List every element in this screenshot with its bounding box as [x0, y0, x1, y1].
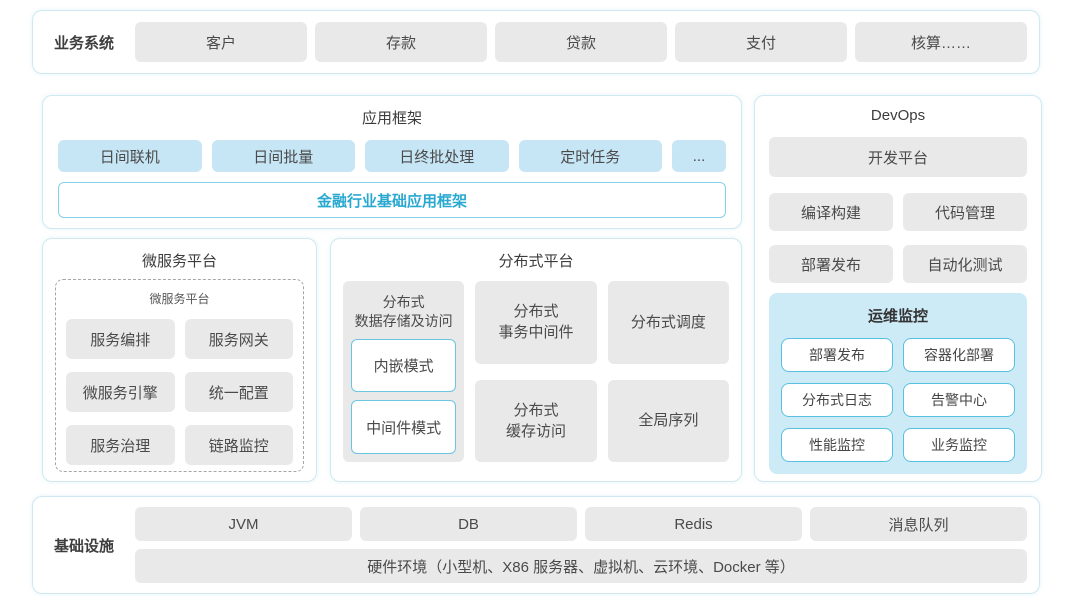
devops-title: DevOps	[870, 107, 926, 124]
deploy-release: 部署发布	[769, 245, 893, 283]
monitor-distributed-log: 分布式日志	[781, 383, 893, 417]
storage-title-line2: 数据存储及访问	[354, 312, 453, 329]
hardware-environment: 硬件环境（小型机、X86 服务器、虚拟机、云环境、Docker 等）	[135, 549, 1027, 583]
distributed-middle-column: 分布式 事务中间件 分布式 缓存访问	[475, 281, 597, 462]
distributed-right-column: 分布式调度 全局序列	[607, 281, 729, 462]
unified-config: 统一配置	[184, 372, 293, 412]
infra-db: DB	[360, 507, 577, 541]
ops-monitoring-title: 运维监控	[867, 308, 928, 325]
business-systems-label: 业务系统	[53, 34, 114, 52]
automated-testing: 自动化测试	[903, 245, 1027, 283]
microservice-engine: 微服务引擎	[66, 372, 175, 412]
infra-jvm: JVM	[135, 507, 352, 541]
module-eod-batch: 日终批处理	[365, 140, 509, 172]
monitor-performance: 性能监控	[781, 428, 893, 462]
cell-line1: 分布式	[513, 303, 559, 321]
distributed-platform-panel: 分布式平台 分布式 数据存储及访问 内嵌模式 中间件模式 分布式 事务中间件	[330, 238, 742, 482]
business-system-loan: 贷款	[495, 22, 667, 62]
distributed-storage-column: 分布式 数据存储及访问 内嵌模式 中间件模式	[343, 281, 465, 462]
distributed-body: 分布式 数据存储及访问 内嵌模式 中间件模式 分布式 事务中间件 分布式 缓存访…	[343, 281, 729, 462]
monitor-business: 业务监控	[903, 428, 1015, 462]
middleware-mode: 中间件模式	[351, 400, 457, 454]
devops-tools: 编译构建 代码管理 部署发布 自动化测试	[769, 193, 1027, 283]
microservice-inner-group: 微服务平台 服务编排 服务网关 微服务引擎 统一配置 服务治理 链路监控	[55, 279, 304, 472]
cell-line2: 缓存访问	[505, 422, 566, 440]
service-governance: 服务治理	[66, 425, 175, 465]
module-more-ellipsis: ...	[672, 140, 726, 172]
devops-panel: DevOps 开发平台 编译构建 代码管理 部署发布 自动化测试 运维监控 部署…	[754, 95, 1042, 482]
distributed-cache-access: 分布式 缓存访问	[475, 379, 597, 462]
monitor-alert-center: 告警中心	[903, 383, 1015, 417]
business-systems-items: 客户 存款 贷款 支付 核算……	[135, 22, 1027, 62]
module-scheduled-task: 定时任务	[518, 140, 662, 172]
distributed-scheduling: 分布式调度	[607, 281, 729, 364]
cell-line2: 事务中间件	[498, 324, 574, 342]
microservice-platform-title: 微服务平台	[141, 253, 217, 270]
infra-message-queue: 消息队列	[810, 507, 1027, 541]
trace-monitoring: 链路监控	[184, 425, 293, 465]
ops-monitoring-panel: 运维监控 部署发布 容器化部署 分布式日志 告警中心 性能监控 业务监控	[769, 293, 1027, 474]
business-system-customer: 客户	[135, 22, 307, 62]
microservice-inner-title: 微服务平台	[149, 292, 210, 306]
service-orchestration: 服务编排	[66, 319, 175, 359]
ops-monitoring-items: 部署发布 容器化部署 分布式日志 告警中心 性能监控 业务监控	[781, 338, 1015, 462]
infrastructure-items: JVM DB Redis 消息队列 硬件环境（小型机、X86 服务器、虚拟机、云…	[135, 507, 1027, 583]
compile-build: 编译构建	[769, 193, 893, 231]
finance-base-framework: 金融行业基础应用框架	[58, 182, 726, 218]
distributed-storage-box: 分布式 数据存储及访问 内嵌模式 中间件模式	[343, 281, 465, 462]
global-sequence: 全局序列	[607, 379, 729, 462]
distributed-platform-title: 分布式平台	[498, 253, 574, 270]
infrastructure-row: JVM DB Redis 消息队列	[135, 507, 1027, 541]
infra-redis: Redis	[585, 507, 802, 541]
embedded-mode: 内嵌模式	[351, 338, 457, 393]
storage-title-line1: 分布式	[382, 294, 425, 310]
monitor-deploy-release: 部署发布	[781, 338, 893, 372]
cell-line1: 分布式	[513, 401, 559, 419]
microservice-items: 服务编排 服务网关 微服务引擎 统一配置 服务治理 链路监控	[66, 319, 293, 465]
business-system-payment: 支付	[675, 22, 847, 62]
dev-platform: 开发平台	[769, 137, 1027, 177]
code-management: 代码管理	[903, 193, 1027, 231]
app-framework-modules: 日间联机 日间批量 日终批处理 定时任务 ...	[58, 140, 726, 172]
app-framework-panel: 应用框架 日间联机 日间批量 日终批处理 定时任务 ... 金融行业基础应用框架	[42, 95, 742, 229]
module-daytime-batch: 日间批量	[211, 140, 355, 172]
business-systems-panel: 业务系统 客户 存款 贷款 支付 核算……	[32, 10, 1040, 74]
infrastructure-panel: 基础设施 JVM DB Redis 消息队列 硬件环境（小型机、X86 服务器、…	[32, 496, 1040, 594]
microservice-platform-panel: 微服务平台 微服务平台 服务编排 服务网关 微服务引擎 统一配置 服务治理 链路…	[42, 238, 317, 482]
business-system-accounting: 核算……	[855, 22, 1027, 62]
distributed-transaction-middleware: 分布式 事务中间件	[475, 281, 597, 364]
monitor-container-deploy: 容器化部署	[903, 338, 1015, 372]
app-framework-title: 应用框架	[361, 110, 422, 127]
module-daytime-online: 日间联机	[58, 140, 202, 172]
business-system-deposit: 存款	[315, 22, 487, 62]
infrastructure-label: 基础设施	[53, 537, 114, 555]
service-gateway: 服务网关	[184, 319, 293, 359]
distributed-storage-title: 分布式 数据存储及访问	[351, 285, 456, 331]
